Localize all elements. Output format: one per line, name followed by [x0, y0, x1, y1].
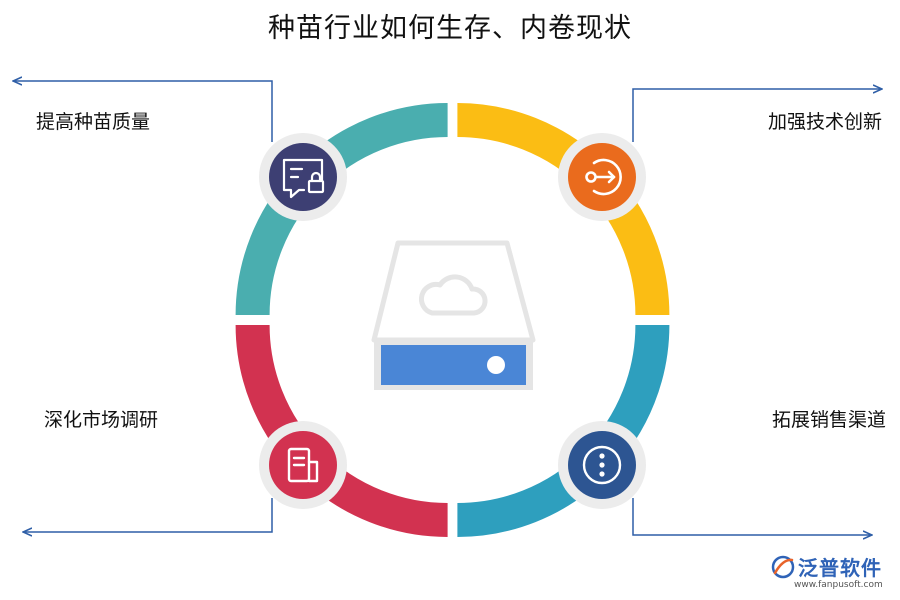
- badge-top-right: [558, 133, 646, 221]
- login-arrow-icon: [585, 158, 622, 196]
- label-expand-sales-channels: 拓展销售渠道: [771, 409, 886, 431]
- cloud-drive-icon: [371, 240, 536, 390]
- arrow-bottom-left: [23, 498, 273, 532]
- arrow-top-right: [632, 89, 882, 142]
- badge-bottom-left: [259, 421, 347, 509]
- badge-top-left: [259, 133, 347, 221]
- fanpu-logo-icon: [771, 555, 795, 579]
- more-vertical-icon: [582, 445, 622, 485]
- arrow-bottom-right: [632, 498, 872, 535]
- label-improve-seedling-quality: 提高种苗质量: [36, 111, 151, 133]
- brand-name: 泛普软件: [798, 556, 882, 580]
- arrow-top-left: [13, 81, 273, 142]
- label-strengthen-tech-innovation: 加强技术创新: [767, 111, 882, 133]
- document-icon: [287, 447, 319, 483]
- message-lock-icon: [282, 158, 325, 199]
- badge-bottom-right: [558, 421, 646, 509]
- brand-watermark: 泛普软件 www.fanpusoft.com: [768, 552, 896, 596]
- diagram-title: 种苗行业如何生存、内卷现状: [268, 13, 632, 44]
- brand-url: www.fanpusoft.com: [794, 580, 883, 590]
- label-deepen-market-research: 深化市场调研: [44, 409, 159, 431]
